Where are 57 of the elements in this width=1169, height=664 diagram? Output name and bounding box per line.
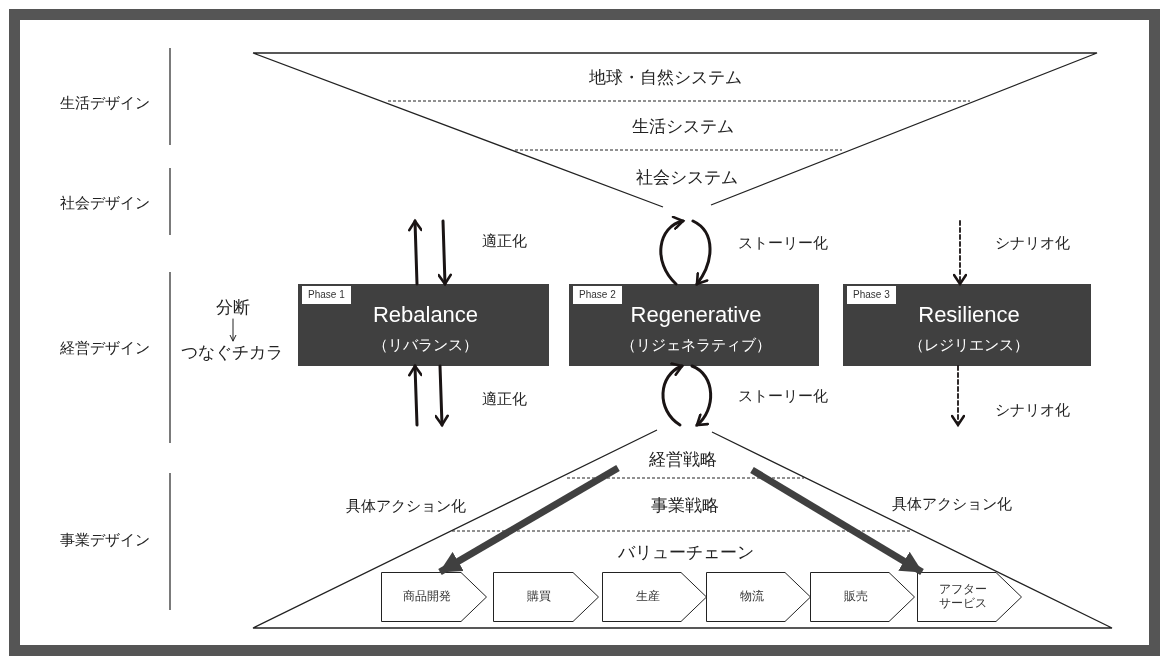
curved-arrow (661, 363, 684, 427)
value-chain-step (602, 572, 707, 622)
layer-label: 社会システム (636, 167, 738, 189)
phase-tag: Phase 1 (302, 286, 351, 304)
layer-label: 生活システム (632, 116, 734, 138)
layer-label: 事業戦略 (651, 495, 719, 517)
phase-title: Rebalance (372, 301, 479, 329)
arrow (229, 318, 237, 342)
value-chain-step (381, 572, 487, 622)
layer-label: 経営戦略 (649, 449, 717, 471)
phase-title: Resilience (918, 301, 1020, 329)
arrow-caption: 適正化 (481, 232, 527, 250)
phase-subtitle: （リジェネラティブ） (621, 336, 771, 354)
phase-title: Regenerative (630, 301, 762, 329)
step-label: 販売 (842, 590, 869, 604)
note-text: つなぐチカラ (181, 342, 283, 364)
arrow (952, 220, 968, 286)
layer-label: バリューチェーン (618, 542, 754, 564)
step-label: アフターサービス (937, 583, 988, 611)
phase-subtitle: （リバランス） (373, 336, 478, 354)
thick-arrow (750, 467, 924, 575)
arrow (437, 219, 452, 286)
arrow-caption: 具体アクション化 (346, 497, 466, 515)
arrow-caption: 具体アクション化 (892, 495, 1012, 513)
phase-tag: Phase 2 (573, 286, 622, 304)
curved-arrow (690, 364, 713, 427)
curved-arrow (691, 219, 712, 286)
thick-arrow (438, 464, 620, 576)
step-label: 商品開発 (402, 590, 452, 604)
layer-heading: 経営デザイン (60, 339, 150, 357)
arrow-caption: 適正化 (481, 390, 527, 408)
value-chain-step (706, 572, 811, 622)
arrow-caption: ストーリー化 (738, 387, 828, 405)
arrow (408, 364, 423, 427)
note-text: 分断 (216, 297, 250, 319)
phase-box (298, 284, 549, 366)
arrow (434, 364, 449, 427)
layer-heading: 社会デザイン (60, 194, 150, 212)
arrow-caption: シナリオ化 (994, 401, 1070, 419)
curved-arrow (659, 216, 685, 286)
arrow (408, 219, 423, 286)
layer-heading: 事業デザイン (60, 531, 150, 549)
arrow (950, 365, 966, 427)
layer-label: 地球・自然システム (588, 67, 742, 89)
phase-box (569, 284, 819, 366)
value-chain-step (493, 572, 599, 622)
step-label: 購買 (526, 590, 552, 604)
arrow-caption: ストーリー化 (738, 234, 828, 252)
value-chain-step (810, 572, 915, 622)
phase-subtitle: （レジリエンス） (909, 336, 1029, 354)
phase-box (843, 284, 1091, 366)
step-label: 生産 (634, 590, 661, 604)
phase-tag: Phase 3 (847, 286, 896, 304)
step-label: 物流 (738, 590, 765, 604)
value-chain-step (917, 572, 1022, 622)
layer-heading: 生活デザイン (60, 94, 150, 112)
arrow-caption: シナリオ化 (994, 234, 1070, 252)
